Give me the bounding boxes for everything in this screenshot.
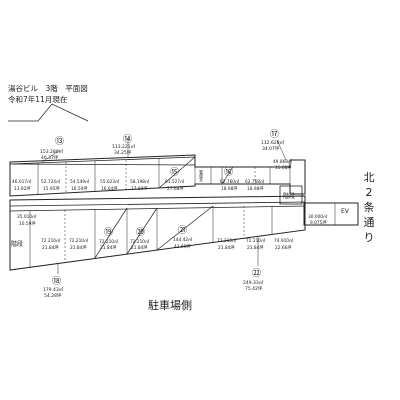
left-room-3-tsubo: 21.84坪: [70, 244, 87, 251]
plan-title: 湯谷ビル 3階 平面図: [8, 84, 88, 93]
room-2-tsubo: 15.95坪: [43, 185, 60, 192]
unit-18-tag: ⑱: [52, 276, 61, 287]
street-char: り: [363, 231, 375, 244]
lower-block-outline: [9, 195, 306, 271]
unit-21-area: 144.42㎡: [173, 236, 193, 243]
street-char: 条: [363, 201, 375, 214]
unit-13-tag: ⑬: [55, 136, 64, 147]
lower-room-7-tsubo: 21.84坪: [247, 244, 264, 251]
unit-16-tsubo: 18.98坪: [221, 185, 238, 192]
unit-14-tag: ⑭: [123, 134, 132, 145]
stairs-right-label: 階段: [283, 192, 295, 200]
elevator-label: EV: [341, 208, 350, 215]
left-room-3-area: 72.210㎡: [69, 237, 89, 244]
street-char: 通: [363, 216, 375, 229]
street-char: 2: [365, 186, 373, 199]
unit-20-tsubo: 21.84坪: [131, 244, 148, 251]
unit-16-diagonal: [221, 166, 234, 185]
lower-room-7-area: 72.210㎡: [246, 237, 266, 244]
left-room-2-area: 72.210㎡: [41, 237, 61, 244]
unit-13-tsubo: 46.37坪: [41, 154, 59, 161]
unit-21-tag: ㉑: [178, 225, 187, 236]
unit-21-tsubo: 43.69坪: [174, 243, 191, 250]
room-3-tsubo: 16.50坪: [71, 185, 88, 192]
left-room-2-tsubo: 21.84坪: [42, 244, 59, 251]
unit-22-tsubo: 75.42坪: [245, 285, 263, 292]
unit-15-tsubo: 27.68坪: [167, 185, 184, 192]
room-1-tsubo: 13.92坪: [14, 185, 31, 192]
room-8-tsubo: 15.08坪: [275, 164, 292, 171]
street-label: 北 2 条 通 り: [363, 170, 375, 245]
room-4-area: 55.023㎡: [100, 178, 120, 185]
lower-room-8-tsubo: 22.66坪: [275, 244, 292, 251]
unit-21-diagonal: [156, 205, 214, 251]
room-5-tsubo: 17.60坪: [131, 185, 148, 192]
lower-room-6-tsubo: 21.84坪: [218, 244, 235, 251]
left-room-1-tsubo: 10.59坪: [19, 220, 36, 227]
unit-20-diagonal: [126, 207, 158, 255]
unit-20-area: 72.210㎡: [130, 238, 150, 245]
parking-side-label: 駐車場側: [148, 299, 192, 312]
room-2-area: 52.724㎡: [41, 178, 61, 185]
left-room-1-area: 35.010㎡: [17, 213, 37, 220]
unit-15-area: 91.527㎡: [165, 178, 185, 185]
upper-block: [9, 154, 306, 205]
lower-corridor: [9, 201, 306, 212]
leader-17: [276, 139, 287, 161]
north-arrow: [8, 103, 89, 122]
room-4-tsubo: 16.64坪: [101, 185, 118, 192]
room-3-area: 54.549㎡: [70, 178, 90, 185]
stairs-right-box: [279, 185, 303, 205]
stairs-left-label: 階段: [11, 240, 23, 248]
elevator-area: [303, 202, 359, 226]
room-8-area: 49.868㎡: [273, 158, 293, 165]
unit-18-tsubo: 54.28坪: [44, 292, 62, 299]
lower-room-6-area: 72.210㎡: [217, 237, 237, 244]
unit-19-tsubo: 21.84坪: [100, 244, 117, 251]
unit-15-tag: ⑮: [170, 167, 179, 178]
unit-14-area: 113.221㎡: [112, 143, 136, 150]
elevator-area-tsubo: 9.075坪: [310, 219, 327, 226]
unit-16-area: 62.760㎡: [220, 178, 240, 185]
unit-19-area: 72.210㎡: [99, 238, 119, 245]
lower-block: [9, 195, 306, 271]
unit-19-tag: ⑲: [104, 227, 113, 238]
management-room-label: 管理室: [198, 169, 204, 182]
plan-date: 令和7年11月現在: [8, 95, 68, 104]
unit-14-tsubo: 34.25坪: [114, 149, 132, 156]
street-char: 北: [363, 171, 375, 184]
unit-17-tag: ⑰: [270, 129, 279, 140]
room-7-tsubo: 18.98坪: [247, 185, 264, 192]
room-7-area: 62.768㎡: [245, 178, 265, 185]
unit-19-diagonal: [94, 207, 128, 259]
unit-16-tag: ⑯: [224, 167, 233, 178]
unit-17-tsubo: 34.07坪: [262, 145, 280, 152]
room-5-area: 58.198㎡: [130, 178, 150, 185]
unit-18-area: 179.43㎡: [43, 286, 64, 293]
labels: ⑬ 153.280㎡ 46.37坪 ⑭ 113.221㎡ 34.25坪 ⑰ 11…: [11, 129, 350, 299]
unit-22-area: 249.33㎡: [243, 279, 264, 286]
unit-20-tag: ⑳: [136, 227, 145, 238]
unit-17-area: 112.628㎡: [261, 139, 285, 146]
unit-22-tag: ㉒: [252, 268, 261, 279]
leader-13: [41, 149, 61, 163]
lower-room-8-area: 74.910㎡: [274, 237, 294, 244]
room-1-area: 46.017㎡: [12, 178, 32, 185]
unit-15-diagonal: [158, 156, 196, 189]
unit-13-area: 153.280㎡: [40, 148, 64, 155]
elevator-area-value: 30.000㎡: [308, 213, 328, 220]
